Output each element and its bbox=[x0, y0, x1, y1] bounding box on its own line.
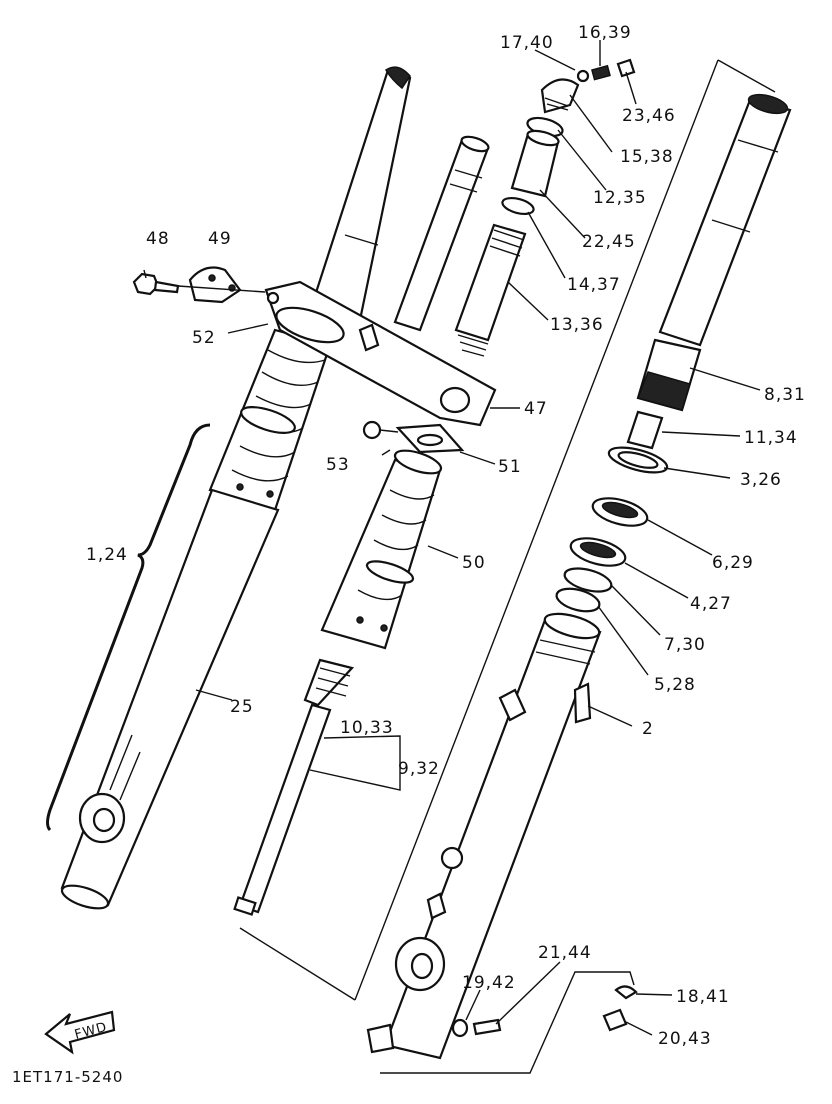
callout-12-35: 12,35 bbox=[593, 188, 647, 208]
callout-3-26: 3,26 bbox=[740, 470, 782, 490]
bottom-fasteners bbox=[451, 985, 638, 1038]
callout-20-43: 20,43 bbox=[658, 1029, 712, 1049]
callout-8-31: 8,31 bbox=[764, 385, 806, 405]
bolt-48 bbox=[132, 272, 180, 296]
callout-15-38: 15,38 bbox=[620, 147, 674, 167]
callout-23-46: 23,46 bbox=[622, 106, 676, 126]
callout-1-24: 1,24 bbox=[86, 545, 128, 565]
bolt-53 bbox=[362, 420, 399, 440]
callout-6-29: 6,29 bbox=[712, 553, 754, 573]
alignment-lines bbox=[239, 59, 776, 1074]
left-fork-assembly bbox=[60, 66, 412, 910]
diagram-code: 1ET171-5240 bbox=[12, 1068, 123, 1086]
callout-22-45: 22,45 bbox=[582, 232, 636, 252]
callout-51: 51 bbox=[498, 457, 522, 477]
callout-labels: 17,40 16,39 23,46 15,38 12,35 22,45 14,3… bbox=[12, 23, 806, 1086]
callout-7-30: 7,30 bbox=[664, 635, 706, 655]
cap-bolt-parts bbox=[454, 58, 636, 357]
callout-47: 47 bbox=[524, 399, 548, 419]
fwd-arrow-icon: FWD bbox=[44, 1010, 116, 1055]
callout-2: 2 bbox=[642, 719, 654, 739]
callout-5-28: 5,28 bbox=[654, 675, 696, 695]
callout-19-42: 19,42 bbox=[462, 973, 516, 993]
callout-4-27: 4,27 bbox=[690, 594, 732, 614]
under-bracket bbox=[264, 135, 497, 427]
center-boot-50 bbox=[320, 449, 443, 650]
right-fork-assembly bbox=[366, 93, 792, 1060]
callout-50: 50 bbox=[462, 553, 486, 573]
callout-52: 52 bbox=[192, 328, 216, 348]
callout-21-44: 21,44 bbox=[538, 943, 592, 963]
callout-48: 48 bbox=[146, 229, 170, 249]
callout-49: 49 bbox=[208, 229, 232, 249]
bracket-1-24 bbox=[46, 423, 211, 832]
callout-14-37: 14,37 bbox=[567, 275, 621, 295]
callout-9-32: 9,32 bbox=[398, 759, 440, 779]
callout-10-33: 10,33 bbox=[340, 718, 394, 738]
callout-53: 53 bbox=[326, 455, 350, 475]
damper-rod bbox=[233, 658, 355, 916]
callout-17-40: 17,40 bbox=[500, 33, 554, 53]
callout-11-34: 11,34 bbox=[744, 428, 798, 448]
leader-lines bbox=[143, 40, 761, 1036]
left-fork-boot bbox=[208, 328, 332, 512]
callout-25: 25 bbox=[230, 697, 254, 717]
callout-13-36: 13,36 bbox=[550, 315, 604, 335]
bracket-51 bbox=[395, 423, 465, 454]
bracket-49 bbox=[177, 266, 266, 304]
callout-16-39: 16,39 bbox=[578, 23, 632, 43]
callout-18-41: 18,41 bbox=[676, 987, 730, 1007]
